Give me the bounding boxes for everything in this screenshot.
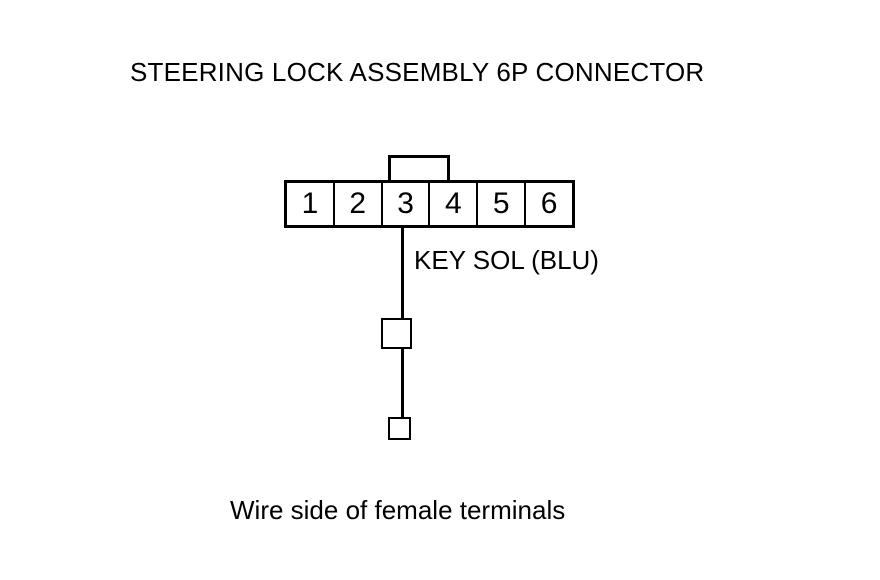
connector-pin-row: 1 2 3 4 5 6: [284, 180, 575, 228]
pin-cell-2: 2: [334, 183, 383, 225]
wire-label-key-sol: KEY SOL (BLU): [414, 245, 599, 275]
terminal-large: [381, 318, 412, 349]
pin-number-4: 4: [445, 187, 462, 220]
pin-number-6: 6: [540, 187, 558, 220]
connector-locking-tab: [388, 155, 450, 183]
pin-number-1: 1: [301, 187, 319, 220]
wire-segment-lower: [401, 347, 404, 418]
pin-number-5: 5: [492, 187, 510, 220]
pin-cell-3: 3: [382, 183, 431, 225]
pin-number-3: 3: [397, 187, 414, 220]
diagram-caption: Wire side of female terminals: [230, 495, 566, 525]
pin-number-2: 2: [349, 187, 367, 220]
pin-cell-1: 1: [287, 183, 335, 225]
pin-cell-5: 5: [478, 183, 527, 225]
wire-segment-upper: [401, 226, 404, 319]
pin-cell-6: 6: [526, 183, 572, 225]
terminal-small: [388, 417, 411, 440]
pin-cell-4: 4: [430, 183, 479, 225]
page-title: STEERING LOCK ASSEMBLY 6P CONNECTOR: [130, 57, 705, 87]
connector-assembly: 1 2 3 4 5 6: [284, 155, 575, 228]
